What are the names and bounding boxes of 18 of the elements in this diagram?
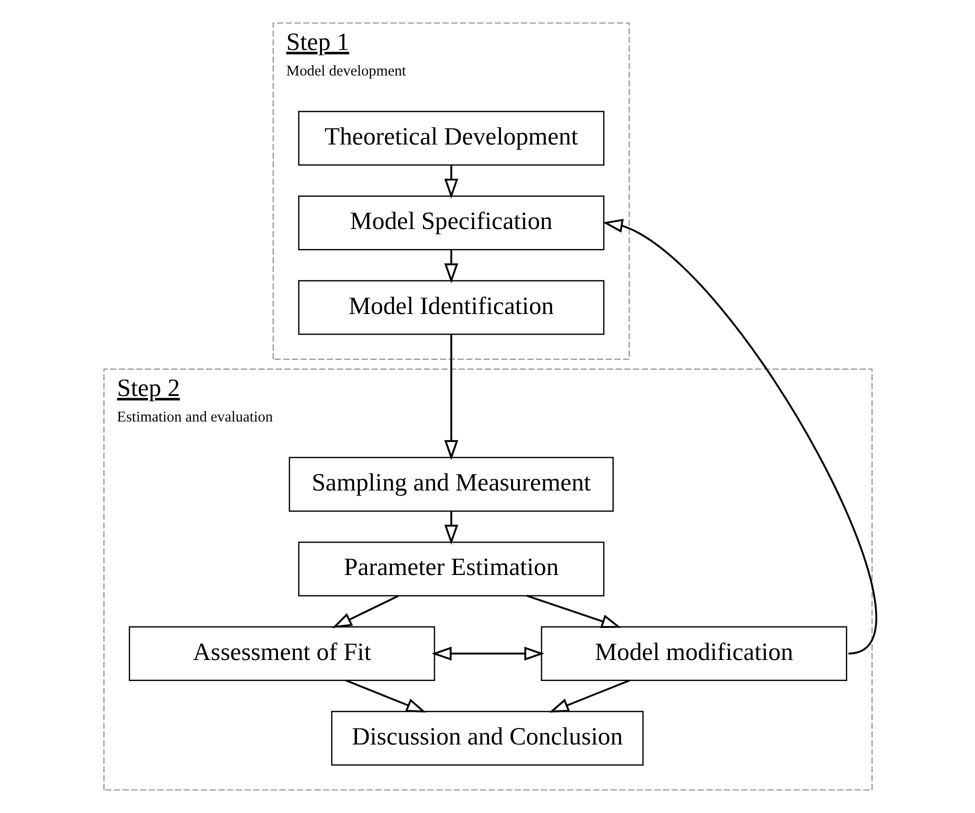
node-box: Sampling and Measurement: [288, 456, 614, 512]
arrow: [431, 646, 544, 661]
node-box: Model Specification: [298, 195, 604, 250]
arrow: [332, 594, 399, 628]
arrow: [444, 334, 458, 460]
arrow: [526, 594, 621, 628]
arrow: [444, 511, 458, 545]
node-box: Assessment of Fit: [128, 626, 435, 681]
node-box: Model Identification: [298, 280, 604, 335]
arrow: [444, 250, 458, 284]
arrow: [602, 218, 876, 654]
arrow: [344, 680, 426, 713]
arrow: [548, 680, 630, 713]
node-box: Model modification: [540, 626, 847, 681]
node-box: Parameter Estimation: [298, 542, 604, 596]
node-box: Discussion and Conclusion: [330, 710, 644, 766]
node-box: Theoretical Development: [298, 110, 604, 166]
arrow: [444, 165, 458, 199]
